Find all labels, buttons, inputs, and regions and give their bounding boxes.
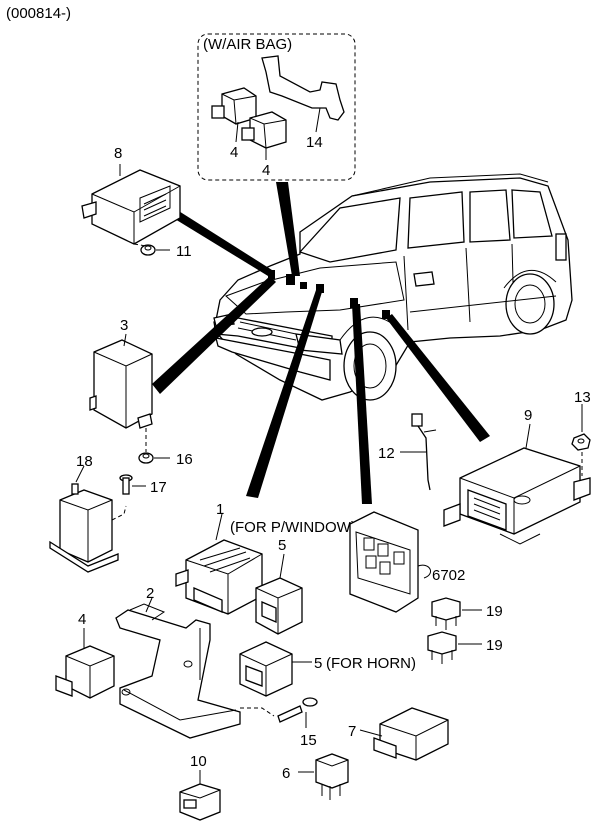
callout-4-inset-a[interactable]: 4 (230, 144, 238, 161)
location-mark-d (316, 284, 324, 293)
location-mark-a (268, 270, 275, 279)
part-2-relay-bracket (115, 597, 275, 739)
callout-10[interactable]: 10 (190, 753, 207, 770)
callout-4-left[interactable]: 4 (78, 611, 86, 628)
callout-12[interactable]: 12 (378, 445, 395, 462)
part-5-horn-relay (239, 641, 312, 697)
callout-1[interactable]: 1 (216, 501, 224, 518)
inset-relay-4b (241, 111, 287, 160)
callout-2[interactable]: 2 (146, 585, 154, 602)
part-1-power-window-relay (175, 513, 263, 615)
part-6-relay (298, 753, 349, 800)
part-11-nut (140, 244, 170, 256)
callout-15[interactable]: 15 (300, 732, 317, 749)
callout-7[interactable]: 7 (348, 723, 356, 740)
pointer-inset (276, 182, 300, 276)
pointer-9 (386, 314, 490, 442)
pointer-3 (152, 276, 276, 394)
callout-4-inset-b[interactable]: 4 (262, 162, 270, 179)
part-4-relay (55, 628, 115, 699)
callout-19-b[interactable]: 19 (486, 637, 503, 654)
part-10-connector (179, 770, 221, 821)
location-mark-f (382, 310, 390, 319)
pointer-6702 (352, 304, 372, 504)
note-power-window: (FOR P/WINDOW) (230, 519, 356, 536)
part-12-cable-tie (400, 413, 437, 491)
part-17-screw (119, 474, 146, 495)
part-8-control-unit (81, 164, 181, 247)
location-mark-b (286, 274, 295, 285)
callout-17[interactable]: 17 (150, 479, 167, 496)
part-18-relay-module (49, 465, 127, 573)
inset-title: (W/AIR BAG) (203, 36, 292, 53)
part-15-bolt (277, 697, 318, 728)
callout-14[interactable]: 14 (306, 134, 323, 151)
callout-11[interactable]: 11 (176, 243, 192, 260)
callout-19-a[interactable]: 19 (486, 603, 503, 620)
location-pointers (152, 182, 490, 504)
callout-16[interactable]: 16 (176, 451, 193, 468)
pointer-8 (170, 208, 272, 276)
bracket-14 (261, 55, 345, 121)
vehicle-suv (213, 173, 573, 401)
location-mark-e (350, 298, 358, 308)
callout-18[interactable]: 18 (76, 453, 93, 470)
callout-5-top[interactable]: 5 (278, 537, 286, 554)
pointer-1 (246, 290, 322, 498)
part-19-relay-b (427, 631, 482, 664)
callout-6702[interactable]: 6702 (432, 567, 465, 584)
callout-13[interactable]: 13 (574, 389, 591, 406)
callout-8[interactable]: 8 (114, 145, 122, 162)
junction-box-6702 (349, 511, 432, 613)
callout-5-horn[interactable]: 5 (314, 655, 322, 672)
callout-3[interactable]: 3 (120, 317, 128, 334)
airbag-inset: (W/AIR BAG) 14 4 4 (197, 33, 356, 181)
part-3-unit (89, 333, 153, 452)
leader-14 (315, 107, 321, 133)
part-9-airbag-control-module (443, 423, 591, 545)
part-5-relay (255, 553, 303, 635)
callout-9[interactable]: 9 (524, 407, 532, 424)
part-16-nut (138, 452, 170, 464)
note-horn: (FOR HORN) (326, 655, 416, 672)
callout-6[interactable]: 6 (282, 765, 290, 782)
part-7-module (359, 707, 449, 761)
part-13-nut (571, 404, 591, 476)
part-19-relay-a (431, 597, 482, 630)
diagram-code: (000814-) (6, 5, 71, 22)
location-mark-c (300, 282, 307, 289)
